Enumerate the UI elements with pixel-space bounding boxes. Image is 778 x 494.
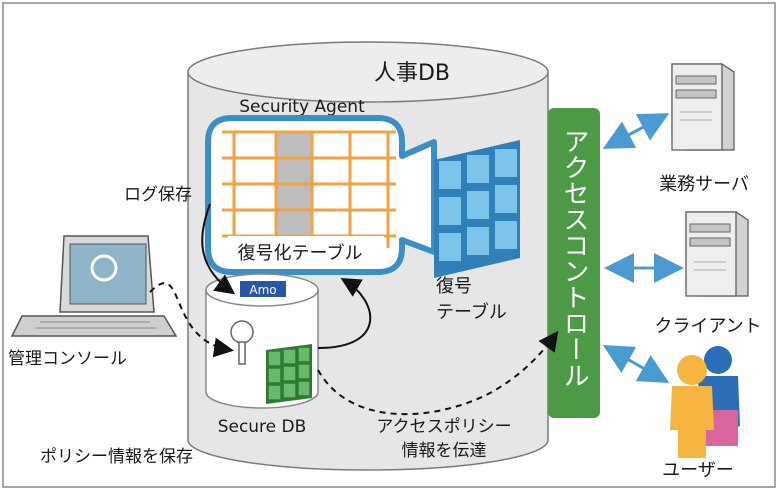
log-save-arrow	[201, 203, 236, 295]
decrypt-table-label-bg	[228, 236, 384, 266]
laptop-icon	[10, 235, 178, 337]
policy-save-arrow	[149, 282, 234, 358]
hr-db-label: 人事DB	[374, 61, 450, 86]
amo-logo: Amo	[240, 281, 286, 297]
business-server-label: 業務サーバ	[659, 174, 749, 195]
key-icon	[230, 320, 254, 365]
policy-transmit-arrow	[317, 330, 559, 416]
mgmt-console-label: 管理コンソール	[8, 349, 127, 369]
svg-text:Amo: Amo	[249, 283, 276, 297]
decrypt-label: 復号	[436, 276, 472, 297]
policy-transmit-label-2: 情報を伝達	[402, 441, 487, 461]
access-control-label: アクセスコントロール	[559, 128, 589, 388]
user-label: ユーザー	[662, 460, 734, 481]
user-link-arrow	[602, 345, 670, 383]
decrypt-load-arrow	[317, 277, 372, 349]
policy-transmit-label-1: アクセスポリシー	[376, 417, 511, 437]
green-cube-table	[266, 344, 312, 404]
decrypt-table-label: 復号化テーブル	[238, 242, 363, 264]
client-tower-icon	[685, 211, 749, 297]
security-agent-label: Security Agent	[239, 97, 365, 117]
policy-save-label: ポリシー情報を保存	[40, 447, 193, 467]
access-control-bar	[548, 108, 600, 418]
decrypt-table-grid	[222, 130, 396, 248]
server-tower-icon	[671, 63, 735, 151]
blue-cube-table	[434, 140, 520, 278]
user-group-icon	[670, 346, 740, 458]
client-label: クライアント	[654, 316, 761, 337]
log-save-label: ログ保存	[124, 185, 192, 205]
table-label: テーブル	[436, 301, 507, 323]
secure-db-label: Secure DB	[218, 417, 307, 437]
server-link-arrow	[602, 113, 670, 149]
